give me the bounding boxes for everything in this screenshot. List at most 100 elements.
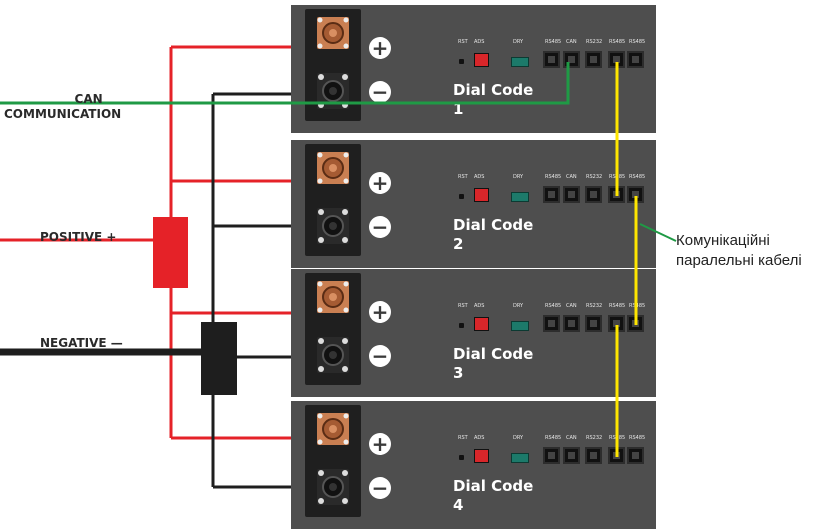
port-label-ads: ADS — [474, 303, 485, 309]
port-label-rs232: RS232 — [586, 435, 603, 441]
dial-code-word: Dial Code — [453, 345, 534, 363]
terminal-block — [305, 144, 361, 256]
annotation-leader-line — [639, 223, 677, 242]
port-label-rs485-a: RS485 — [609, 39, 626, 45]
minus-sign: − — [369, 81, 391, 103]
negative-terminal-icon — [317, 208, 349, 244]
dip-switch — [474, 53, 489, 67]
battery-module-4: + − RST ADS DRY RS485 CAN RS232 RS485 RS… — [291, 401, 656, 529]
dial-code-number: 2 — [453, 235, 464, 253]
dial-code-label: Dial Code 4 — [453, 477, 573, 515]
minus-sign: − — [369, 345, 391, 367]
dial-code-number: 3 — [453, 364, 464, 382]
port-label-rs232: RS232 — [586, 39, 603, 45]
negative-terminal-icon — [317, 469, 349, 505]
dip-switch — [474, 317, 489, 331]
negative-label: NEGATIVE — — [40, 336, 123, 350]
port-label-can: CAN — [566, 174, 577, 180]
plus-sign: + — [369, 301, 391, 323]
port-panel: RST ADS DRY RS485 CAN RS232 RS485 RS485 — [455, 303, 655, 343]
port-label-can: CAN — [566, 303, 577, 309]
rs485-link-port-b — [627, 447, 644, 464]
reset-button — [459, 323, 464, 328]
can-port — [563, 186, 580, 203]
port-label-can: CAN — [566, 435, 577, 441]
dry-contact-connector — [511, 57, 529, 67]
dial-code-word: Dial Code — [453, 477, 534, 495]
port-label-rs485: RS485 — [545, 303, 562, 309]
port-label-dry: DRY — [513, 174, 524, 180]
dial-code-label: Dial Code 3 — [453, 345, 573, 383]
dry-contact-connector — [511, 192, 529, 202]
port-label-rs485: RS485 — [545, 39, 562, 45]
negative-terminal-icon — [317, 73, 349, 109]
dip-switch — [474, 449, 489, 463]
positive-label: POSITIVE + — [40, 230, 117, 244]
terminal-block — [305, 273, 361, 385]
dry-contact-connector — [511, 321, 529, 331]
rs485-port — [543, 315, 560, 332]
port-label-ads: ADS — [474, 174, 485, 180]
parallel-cables-annotation: Комунікаційні паралельні кабелі — [676, 231, 802, 271]
rs232-port — [585, 51, 602, 68]
negative-terminal-icon — [317, 337, 349, 373]
port-label-rst: RST — [458, 303, 468, 309]
positive-bus-connector — [153, 217, 188, 288]
plus-sign: + — [369, 433, 391, 455]
can-label-line-2: COMMUNICATION — [4, 107, 122, 121]
reset-button — [459, 194, 464, 199]
port-label-can: CAN — [566, 39, 577, 45]
minus-sign: − — [369, 477, 391, 499]
can-port — [563, 315, 580, 332]
port-label-rst: RST — [458, 435, 468, 441]
dial-code-word: Dial Code — [453, 81, 534, 99]
port-label-rs485-b: RS485 — [629, 174, 646, 180]
terminal-block — [305, 405, 361, 517]
positive-terminal-icon — [317, 281, 349, 313]
minus-sign: − — [369, 216, 391, 238]
positive-terminal-icon — [317, 17, 349, 49]
annotation-line-1: Комунікаційні — [676, 232, 770, 249]
plus-sign: + — [369, 172, 391, 194]
rs232-port — [585, 186, 602, 203]
rs485-port — [543, 186, 560, 203]
port-label-rst: RST — [458, 39, 468, 45]
plus-sign: + — [369, 37, 391, 59]
battery-module-3: + − RST ADS DRY RS485 CAN RS232 RS485 RS… — [291, 269, 656, 397]
port-label-ads: ADS — [474, 435, 485, 441]
dial-code-label: Dial Code 1 — [453, 81, 573, 119]
port-label-dry: DRY — [513, 39, 524, 45]
annotation-line-2: паралельні кабелі — [676, 252, 802, 269]
port-label-ads: ADS — [474, 39, 485, 45]
port-label-rs485: RS485 — [545, 435, 562, 441]
can-label-line-1: CAN — [74, 92, 103, 106]
can-port — [563, 447, 580, 464]
port-label-dry: DRY — [513, 435, 524, 441]
can-communication-cable — [0, 62, 570, 105]
dial-code-number: 1 — [453, 100, 464, 118]
rs485-port — [543, 447, 560, 464]
parallel-communication-cables — [615, 62, 638, 457]
port-label-rs485-b: RS485 — [629, 435, 646, 441]
can-communication-label: CAN COMMUNICATION — [4, 92, 121, 122]
dial-code-word: Dial Code — [453, 216, 534, 234]
reset-button — [459, 59, 464, 64]
positive-terminal-icon — [317, 413, 349, 445]
port-label-rs232: RS232 — [586, 174, 603, 180]
reset-button — [459, 455, 464, 460]
port-label-rst: RST — [458, 174, 468, 180]
rs485-port — [543, 51, 560, 68]
negative-bus-connector — [201, 322, 237, 395]
rs485-link-port-b — [627, 51, 644, 68]
port-label-rs485-a: RS485 — [609, 303, 626, 309]
port-panel: RST ADS DRY RS485 CAN RS232 RS485 RS485 — [455, 174, 655, 214]
dial-code-label: Dial Code 2 — [453, 216, 573, 254]
port-label-rs485: RS485 — [545, 174, 562, 180]
port-label-rs485-b: RS485 — [629, 39, 646, 45]
rs232-port — [585, 315, 602, 332]
rs232-port — [585, 447, 602, 464]
battery-module-2: + − RST ADS DRY RS485 CAN RS232 RS485 RS… — [291, 140, 656, 268]
port-label-rs232: RS232 — [586, 303, 603, 309]
port-label-dry: DRY — [513, 303, 524, 309]
